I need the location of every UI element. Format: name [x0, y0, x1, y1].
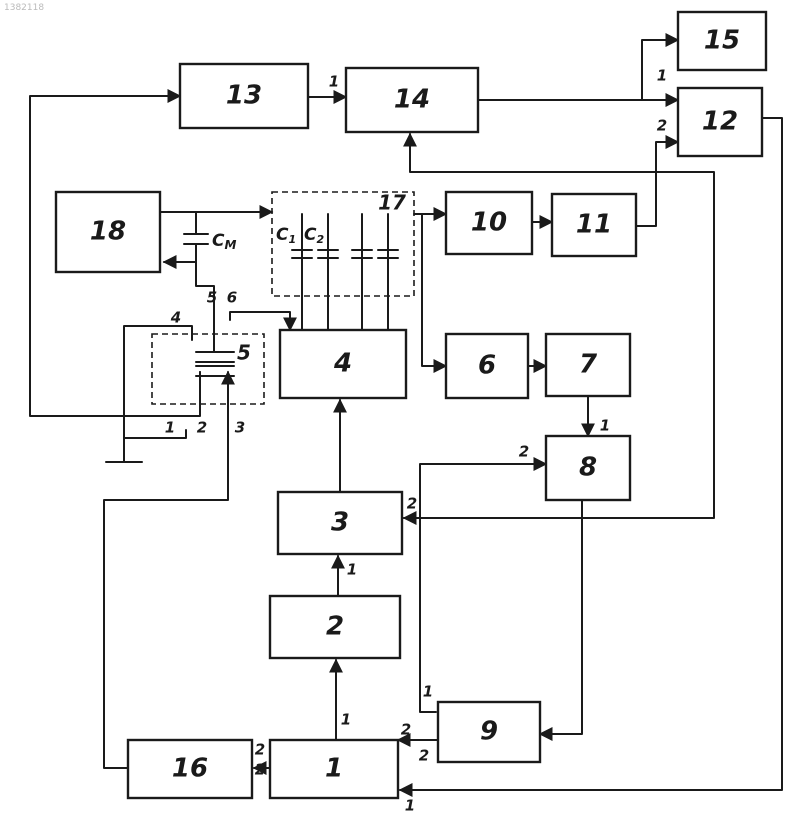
- block-5-label: 5: [237, 341, 251, 365]
- wire-8-to-9: [540, 500, 582, 734]
- wire-5-terminal-1: [124, 430, 186, 438]
- block-16: 16: [128, 740, 252, 798]
- port-1-in-1: 1: [405, 797, 415, 815]
- block-8: 8: [546, 436, 630, 500]
- block-17-label: 17: [378, 191, 406, 215]
- port-12-in-1: 1: [657, 67, 667, 85]
- svg-text:6: 6: [478, 351, 496, 381]
- svg-text:9: 9: [480, 717, 498, 747]
- port-16-in-2b: 2: [255, 761, 265, 779]
- block-2: 2: [270, 596, 400, 658]
- svg-text:10: 10: [471, 208, 507, 238]
- port-16-in-2: 2: [255, 741, 265, 759]
- connections: [30, 40, 782, 790]
- port-14-in-1: 1: [329, 73, 339, 91]
- port-9-out-2: 2: [419, 747, 429, 765]
- wire-9-to-8: [420, 464, 546, 712]
- block-11: 11: [552, 194, 636, 256]
- port-1-in-2a: 2: [401, 721, 411, 739]
- svg-text:4: 4: [333, 349, 352, 379]
- wire-5-to-4: [230, 312, 290, 330]
- block-9: 9: [438, 702, 540, 762]
- svg-text:11: 11: [576, 210, 612, 240]
- port-5-t6: 6: [227, 289, 237, 307]
- capacitor-labels: CM C1 C2: [212, 225, 324, 252]
- cap-c1-label: C1: [276, 225, 296, 246]
- document-ref: 1382118: [4, 3, 44, 13]
- svg-text:8: 8: [579, 453, 597, 483]
- wire-cm-to-18: [164, 244, 196, 262]
- cap-measure-label: CM: [212, 231, 236, 252]
- svg-text:1: 1: [325, 754, 343, 784]
- port-3-in-2: 2: [407, 495, 417, 513]
- port-3-in-1: 1: [347, 561, 357, 579]
- wire-11-to-12: [636, 142, 678, 226]
- svg-text:12: 12: [702, 107, 738, 137]
- port-9-out-1: 1: [423, 683, 433, 701]
- port-5-t2: 2: [197, 419, 207, 437]
- port-8-in-1: 1: [600, 417, 610, 435]
- port-5-t5: 5: [207, 289, 217, 307]
- svg-text:18: 18: [90, 217, 126, 247]
- block-6: 6: [446, 334, 528, 398]
- block-4: 4: [280, 330, 406, 398]
- block-13: 13: [180, 64, 308, 128]
- block-1: 1: [270, 740, 398, 798]
- svg-text:14: 14: [394, 85, 430, 115]
- port-12-in-2: 2: [657, 117, 667, 135]
- port-8-in-2: 2: [519, 443, 529, 461]
- svg-text:15: 15: [704, 26, 740, 56]
- svg-text:7: 7: [579, 350, 598, 380]
- block-18: 18: [56, 192, 160, 272]
- svg-text:13: 13: [226, 81, 262, 111]
- svg-text:2: 2: [326, 612, 344, 642]
- block-7: 7: [546, 334, 630, 396]
- block-12: 12: [678, 88, 762, 156]
- block-10: 10: [446, 192, 532, 254]
- port-5-t1: 1: [165, 419, 175, 437]
- cap-c2-label: C2: [304, 225, 324, 246]
- svg-text:16: 16: [172, 754, 208, 784]
- svg-text:3: 3: [331, 508, 349, 538]
- port-5-t3: 3: [235, 419, 245, 437]
- port-2-in-1: 1: [341, 711, 351, 729]
- wire-5-terminal-4: [124, 326, 192, 438]
- port-5-t4: 4: [170, 309, 181, 327]
- block-14: 14: [346, 68, 478, 132]
- block-3: 3: [278, 492, 402, 554]
- wire-17-to-6: [422, 214, 446, 366]
- block-15: 15: [678, 12, 766, 70]
